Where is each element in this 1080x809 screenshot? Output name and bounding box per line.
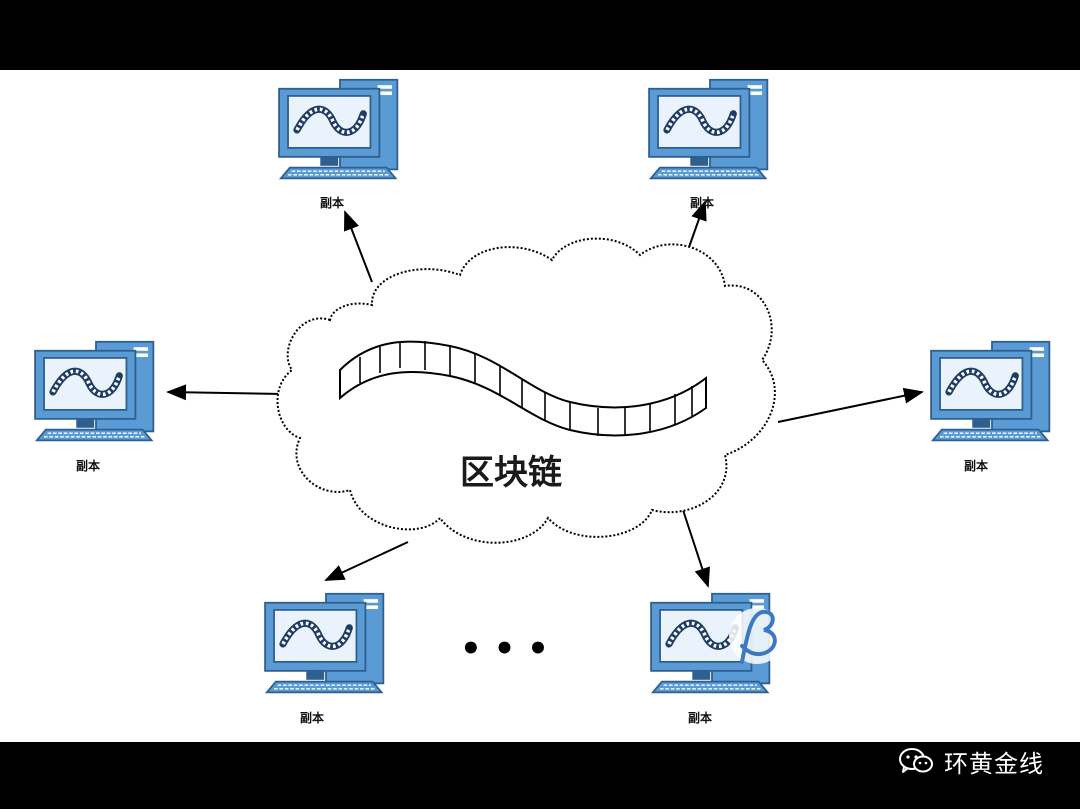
brand[interactable]: 环黄金线 xyxy=(898,742,1044,780)
ellipsis: • • • xyxy=(460,629,549,669)
wechat-icon xyxy=(898,747,934,775)
node-bottom-left: 副本 xyxy=(265,594,383,725)
node-top-left: 副本 xyxy=(279,80,397,210)
node-label: 副本 xyxy=(76,458,100,473)
cloud-title: 区块链 xyxy=(460,453,562,493)
arrow-bottom-left xyxy=(326,542,408,580)
brand-name: 环黄金线 xyxy=(944,744,1044,779)
blockchain-cloud: 区块链 xyxy=(278,239,775,543)
arrow-right xyxy=(778,392,922,422)
node-label: 副本 xyxy=(320,195,344,210)
node-label: 副本 xyxy=(964,458,988,473)
node-left: 副本 xyxy=(35,342,153,473)
node-label: 副本 xyxy=(688,710,712,725)
diagram-canvas: 区块链 副本 副本 副本 副本 副本 副本 • • • xyxy=(0,70,1080,742)
footer-bar: 环黄金线 xyxy=(0,742,1080,809)
arrow-left xyxy=(168,392,283,394)
arrow-bottom-right xyxy=(683,510,708,586)
watermark-b-icon xyxy=(729,608,785,664)
node-bottom-right: 副本 xyxy=(651,594,785,725)
arrow-top-left xyxy=(345,212,372,282)
node-label: 副本 xyxy=(690,195,714,210)
node-right: 副本 xyxy=(931,342,1049,473)
node-top-right: 副本 xyxy=(649,80,767,210)
node-label: 副本 xyxy=(300,710,324,725)
